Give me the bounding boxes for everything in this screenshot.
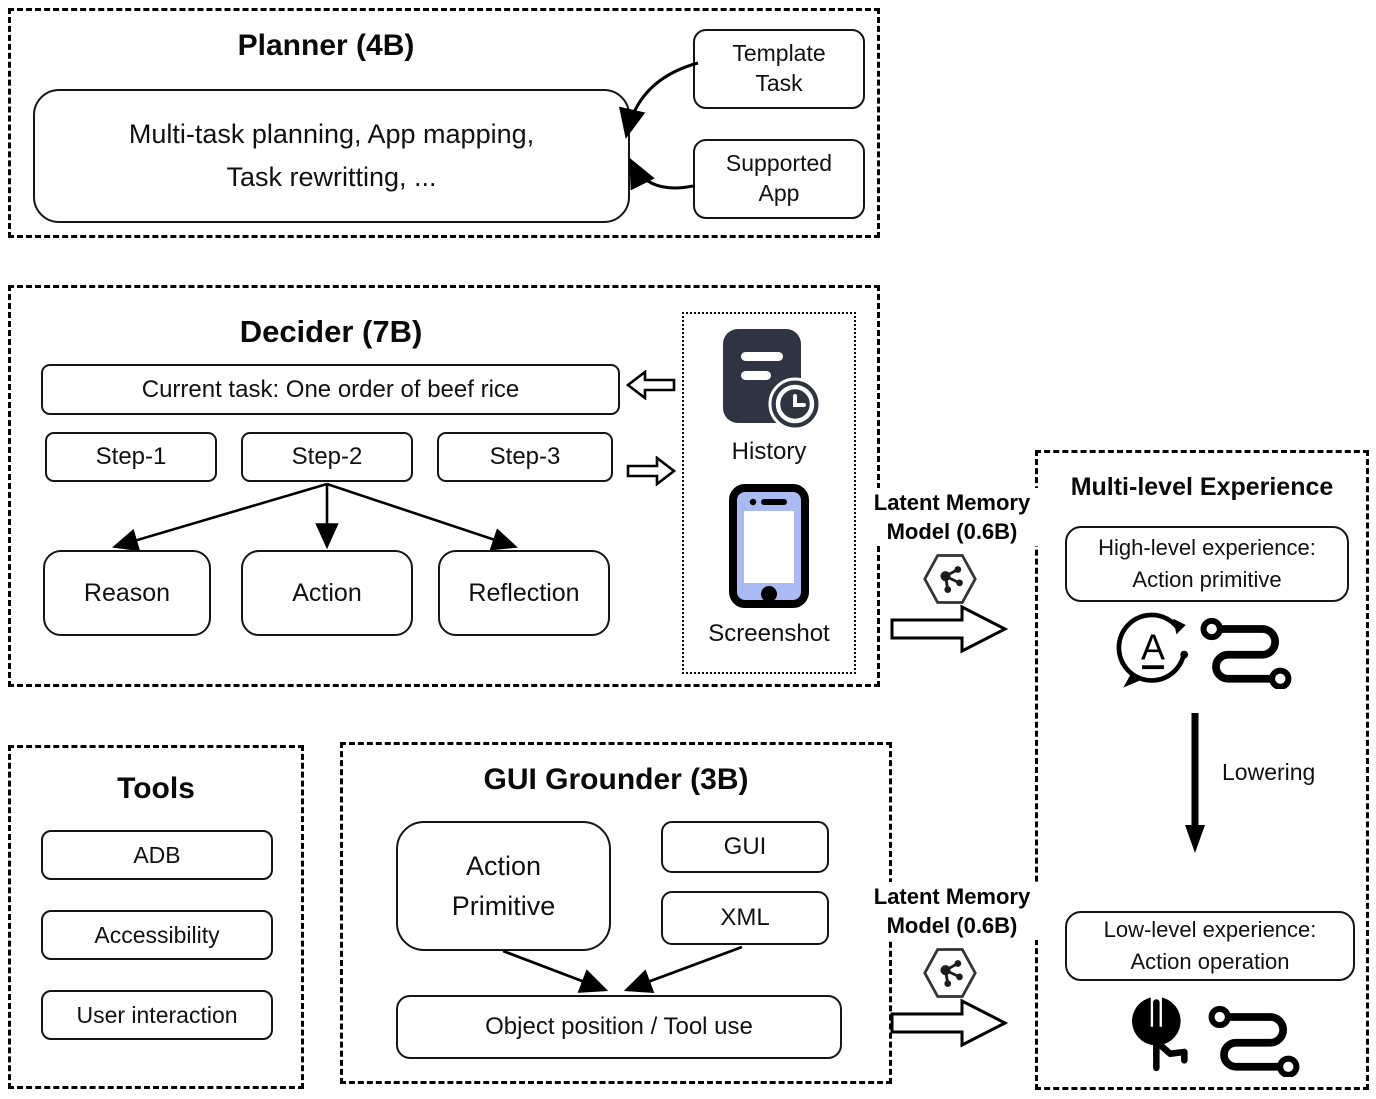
high-level-line2: Action primitive [1132, 567, 1282, 592]
hexagon-network-icon-top [923, 554, 977, 604]
context-panel: History Screenshot [682, 312, 856, 674]
reason-box: Reason [43, 550, 211, 636]
experience-title: Multi-level Experience [1070, 473, 1334, 501]
tool-adb-label: ADB [133, 841, 181, 868]
hexagon-network-icon-bottom [923, 948, 977, 998]
template-task-line2: Task [755, 70, 803, 96]
planner-main-box: Multi-task planning, App mapping, Task r… [33, 89, 630, 223]
reflection-box: Reflection [438, 550, 610, 636]
step-1-box: Step-1 [45, 432, 217, 482]
history-label: History [731, 438, 807, 465]
route-path-icon-high [1200, 617, 1292, 689]
current-task-text: Current task: One order of beef rice [141, 375, 520, 403]
tools-panel: Tools ADB Accessibility User interaction [8, 745, 304, 1089]
svg-text:A: A [1141, 627, 1165, 667]
history-icon [723, 329, 821, 431]
reflection-label: Reflection [468, 578, 580, 607]
lowering-arrow-icon [1185, 713, 1205, 853]
gui-label: GUI [723, 833, 767, 861]
planner-curved-arrows [619, 61, 699, 191]
decider-title: Decider (7B) [239, 314, 423, 349]
xml-box: XML [661, 891, 829, 945]
planner-panel: Planner (4B) Multi-task planning, App ma… [8, 8, 880, 238]
high-level-line1: High-level experience: [1098, 535, 1316, 561]
latent-memory-bottom-line1: Latent Memory [873, 884, 1031, 909]
action-primitive-box: Action Primitive [396, 821, 611, 951]
tool-accessibility-box: Accessibility [41, 910, 273, 960]
gui-box: GUI [661, 821, 829, 873]
template-task-line1: Template [732, 40, 826, 67]
latent-memory-top-line1: Latent Memory [873, 490, 1031, 515]
step-3-box: Step-3 [437, 432, 613, 482]
latent-memory-top-label: Latent Memory Model (0.6B) [856, 488, 1048, 547]
tools-title: Tools [117, 772, 195, 805]
planner-main-line1: Multi-task planning, App mapping, [128, 118, 535, 149]
planner-main-line2: Task rewritting, ... [226, 162, 437, 192]
step-3-label: Step-3 [489, 443, 561, 471]
template-task-box: Template Task [693, 29, 865, 109]
phone-screenshot-icon [729, 484, 809, 608]
action-primitive-line2: Primitive [451, 891, 556, 921]
step-fanout-arrows [112, 482, 518, 552]
step-1-label: Step-1 [95, 443, 167, 471]
big-arrow-right-top-icon [890, 604, 1008, 654]
latent-memory-top-line2: Model (0.6B) [886, 519, 1018, 545]
route-path-icon-low [1208, 1005, 1300, 1077]
step-2-box: Step-2 [241, 432, 413, 482]
xml-label: XML [720, 904, 770, 932]
experience-panel: Multi-level Experience High-level experi… [1035, 450, 1369, 1090]
step-2-label: Step-2 [291, 443, 363, 471]
low-level-line2: Action operation [1130, 949, 1290, 974]
arrow-left-into-current-task-icon [626, 370, 676, 400]
tool-user-interaction-box: User interaction [41, 990, 273, 1040]
supported-app-line1: Supported [725, 150, 833, 177]
grounder-converge-arrows [502, 945, 743, 994]
object-position-label: Object position / Tool use [485, 1013, 753, 1041]
big-arrow-right-bottom-icon [890, 998, 1008, 1048]
planner-title: Planner (4B) [237, 29, 415, 62]
tap-gesture-icon [1132, 996, 1188, 1072]
supported-app-box: Supported App [693, 139, 865, 219]
grounder-title: GUI Grounder (3B) [483, 763, 749, 796]
screenshot-label: Screenshot [708, 620, 830, 647]
low-level-line1: Low-level experience: [1103, 917, 1317, 943]
tool-user-interaction-label: User interaction [76, 1001, 238, 1028]
decider-panel: Decider (7B) Current task: One order of … [8, 285, 880, 687]
current-task-box: Current task: One order of beef rice [41, 364, 620, 415]
arrow-right-from-steps-icon [626, 456, 676, 486]
grounder-panel: GUI Grounder (3B) Action Primitive GUI X… [340, 742, 892, 1084]
latent-memory-bottom-label: Latent Memory Model (0.6B) [856, 882, 1048, 941]
latent-memory-bottom-line2: Model (0.6B) [886, 913, 1018, 939]
lowering-label: Lowering [1222, 759, 1316, 785]
action-label: Action [292, 578, 362, 607]
language-translate-icon: A [1116, 612, 1189, 688]
action-box: Action [241, 550, 413, 636]
low-level-experience-box: Low-level experience: Action operation [1065, 911, 1355, 981]
supported-app-line2: App [758, 180, 800, 206]
object-position-box: Object position / Tool use [396, 995, 842, 1059]
reason-label: Reason [83, 578, 171, 607]
tool-accessibility-label: Accessibility [94, 921, 220, 948]
action-primitive-line1: Action [465, 850, 542, 881]
tool-adb-box: ADB [41, 830, 273, 880]
high-level-experience-box: High-level experience: Action primitive [1065, 526, 1349, 602]
